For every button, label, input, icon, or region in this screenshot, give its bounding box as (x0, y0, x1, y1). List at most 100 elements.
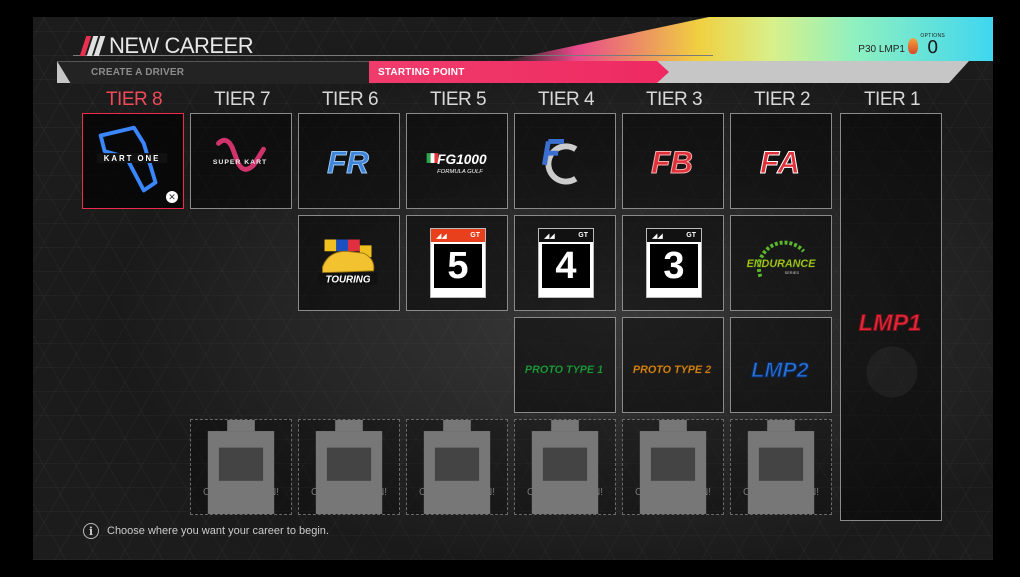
lmp2-text: LMP2 (751, 358, 808, 382)
fg1000-text: FG1000 (437, 152, 487, 167)
info-icon: i (83, 523, 99, 539)
proto1-logo-icon: PROTO TYPE 1 (525, 364, 604, 377)
gt4-label: GT (578, 232, 588, 239)
gt5-label: GT (470, 232, 480, 239)
kart-one-logo-icon: KART ONE (96, 125, 168, 193)
formula-c-logo-icon (542, 138, 578, 185)
proto2-text: PROTO TYPE 2 (633, 364, 711, 376)
series-tile-formula-a[interactable]: FA (730, 113, 832, 209)
formula-a-text: FA (760, 145, 800, 180)
options-label: OPTIONS (920, 33, 945, 39)
formula-b-text: FB (651, 145, 693, 180)
pcars-logo-icon (79, 36, 108, 56)
series-tile-fg1000[interactable]: FG1000 FORMULA GULF (406, 113, 508, 209)
touring-logo-icon: TOURING (318, 239, 378, 286)
tier-label-3: TIER 3 (645, 89, 703, 110)
series-tile-touring[interactable]: TOURING (298, 215, 400, 311)
coming-soon-label: COMING SOON! (742, 487, 820, 498)
lmp2-logo-icon: LMP2 (751, 357, 809, 382)
tier-label-8: TIER 8 (105, 89, 163, 110)
close-icon[interactable]: ✕ (166, 191, 178, 203)
tier-label-2: TIER 2 (753, 89, 811, 110)
breadcrumb-step-create-driver[interactable] (57, 61, 377, 84)
gt4-card-header: ◢◢ GT (539, 229, 593, 242)
coming-soon-tile-tier4: COMING SOON! (514, 419, 616, 515)
series-tile-gt5[interactable]: ◢◢ GT 5 (406, 215, 508, 311)
kart-one-text: KART ONE (104, 154, 161, 163)
hint-text: Choose where you want your career to beg… (107, 525, 329, 537)
gt4-number: 4 (542, 244, 590, 288)
super-kart-text: SUPER KART (213, 159, 267, 166)
options-counter[interactable]: OPTIONS 0 (920, 33, 945, 57)
tier-label-1: TIER 1 (863, 89, 921, 110)
coming-soon-tile-tier2: COMING SOON! (730, 419, 832, 515)
coming-soon-label: COMING SOON! (202, 487, 280, 498)
career-screen: NEW CAREER P30 LMP1 OPTIONS 0 CREATE A D… (33, 17, 993, 560)
gt5-card-header: ◢◢ GT (431, 229, 485, 242)
coming-soon-tile-tier6: COMING SOON! (298, 419, 400, 515)
tier-label-6: TIER 6 (321, 89, 379, 110)
gt3-number: 3 (650, 244, 698, 288)
proto1-text: PROTO TYPE 1 (525, 364, 603, 376)
gt4-card: ◢◢ GT 4 (538, 228, 594, 298)
touring-text: TOURING (326, 275, 371, 286)
tier-label-7: TIER 7 (213, 89, 271, 110)
endurance-logo-icon: ENDURANCE SERIES (746, 240, 817, 278)
super-kart-logo-icon: SUPER KART (213, 137, 267, 172)
series-tile-kart-one[interactable]: KART ONE ✕ (82, 113, 184, 209)
locked-card-icon (747, 420, 815, 514)
locked-card-icon (315, 420, 383, 514)
formula-b-logo-icon: FB (651, 144, 694, 180)
footer-hint: i Choose where you want your career to b… (83, 523, 329, 539)
formula-rookie-text: FR (327, 145, 369, 180)
locked-card-icon (207, 420, 275, 514)
coming-soon-label: COMING SOON! (310, 487, 388, 498)
lmp1-text: LMP1 (859, 310, 922, 336)
gt3-card-header: ◢◢ GT (647, 229, 701, 242)
tier-label-4: TIER 4 (537, 89, 595, 110)
series-tile-lmp1[interactable]: LMP1 (840, 113, 942, 521)
series-tile-proto2[interactable]: PROTO TYPE 2 (622, 317, 724, 413)
current-car: P30 LMP1 (858, 44, 905, 55)
series-tile-formula-rookie[interactable]: FR (298, 113, 400, 209)
gt5-number: 5 (434, 244, 482, 288)
series-tile-gt4[interactable]: ◢◢ GT 4 (514, 215, 616, 311)
series-tile-proto1[interactable]: PROTO TYPE 1 (514, 317, 616, 413)
coming-soon-tile-tier7: COMING SOON! (190, 419, 292, 515)
locked-card-icon (423, 420, 491, 514)
gt3-logo-icon: ◢◢ (652, 232, 663, 240)
gt4-logo-icon: ◢◢ (544, 232, 555, 240)
series-tile-formula-c[interactable] (514, 113, 616, 209)
coming-soon-label: COMING SOON! (526, 487, 604, 498)
endurance-sub-text: SERIES (785, 270, 800, 275)
endurance-text: ENDURANCE (747, 258, 817, 270)
formula-a-logo-icon: FA (760, 144, 801, 180)
coming-soon-label: COMING SOON! (418, 487, 496, 498)
header-divider (73, 55, 713, 56)
breadcrumb-label-create-driver: CREATE A DRIVER (91, 67, 185, 78)
gt3-card: ◢◢ GT 3 (646, 228, 702, 298)
coming-soon-label: COMING SOON! (634, 487, 712, 498)
coming-soon-tile-tier3: COMING SOON! (622, 419, 724, 515)
formula-rookie-logo-icon: FR (327, 144, 370, 180)
gt5-card: ◢◢ GT 5 (430, 228, 486, 298)
series-tile-super-kart[interactable]: SUPER KART (190, 113, 292, 209)
lmp1-logo-icon: LMP1 (858, 309, 922, 398)
locked-card-icon (639, 420, 707, 514)
coming-soon-tile-tier5: COMING SOON! (406, 419, 508, 515)
series-tile-gt3[interactable]: ◢◢ GT 3 (622, 215, 724, 311)
proto2-logo-icon: PROTO TYPE 2 (633, 364, 712, 377)
options-value: 0 (926, 37, 939, 58)
tier-label-5: TIER 5 (429, 89, 487, 110)
formula-gulf-text: FORMULA GULF (437, 169, 483, 175)
breadcrumb-label-starting-point: STARTING POINT (378, 67, 465, 78)
breadcrumb-step-starting-point[interactable] (369, 61, 669, 83)
series-tile-lmp2[interactable]: LMP2 (730, 317, 832, 413)
flame-icon (908, 38, 918, 54)
series-tile-formula-b[interactable]: FB (622, 113, 724, 209)
locked-card-icon (531, 420, 599, 514)
gt5-logo-icon: ◢◢ (436, 232, 447, 240)
fg1000-logo-icon: FG1000 FORMULA GULF (426, 152, 487, 175)
series-tile-endurance[interactable]: ENDURANCE SERIES (730, 215, 832, 311)
title-bar: NEW CAREER (79, 33, 254, 59)
